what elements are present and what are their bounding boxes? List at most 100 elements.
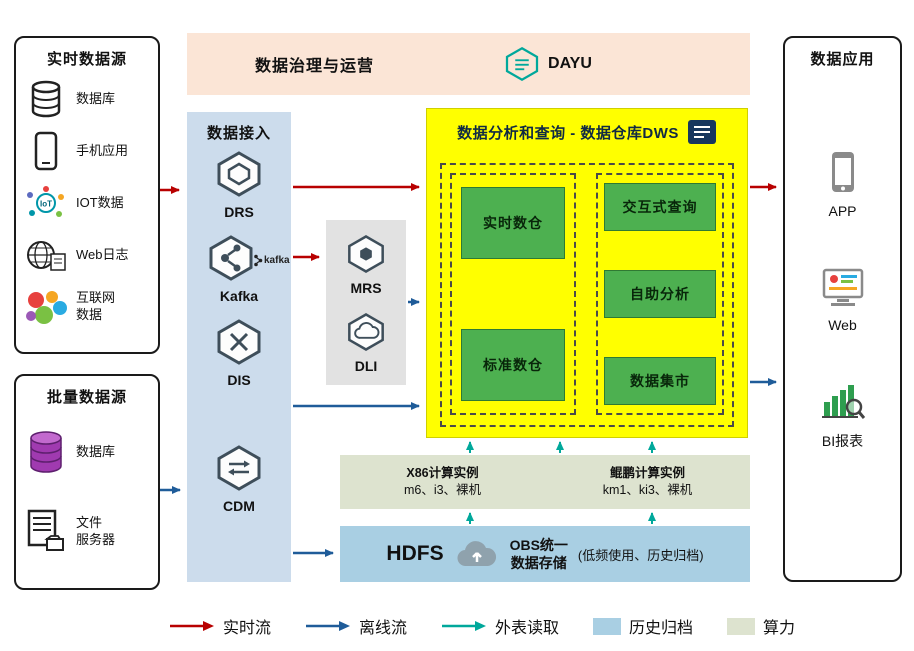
dws-title-row: 数据分析和查询 - 数据仓库DWS: [427, 119, 747, 145]
source-label: Web日志: [76, 246, 129, 262]
web-browser-icon: [822, 268, 863, 306]
dws-panel: 数据分析和查询 - 数据仓库DWS 实时数仓 标准数仓 交互式查询 自助分析 数…: [426, 108, 748, 438]
web-log-icon: [20, 237, 72, 273]
dws-inner-area: 实时数仓 标准数仓 交互式查询 自助分析 数据集市: [440, 163, 734, 427]
list-item: 文件 服务器: [16, 499, 158, 565]
service-label: CDM: [223, 498, 255, 514]
app-label: Web: [828, 317, 857, 333]
service-label: MRS: [350, 280, 382, 296]
interactive-query-box: 交互式查询: [604, 183, 716, 231]
panel-title: 批量数据源: [46, 389, 127, 406]
function-column: 交互式查询 自助分析 数据集市: [596, 173, 724, 415]
legend-item-compute-power: 算力: [727, 614, 795, 638]
panel-title: 数据应用: [810, 51, 875, 68]
kafka-logo: kafka: [253, 254, 290, 267]
batch-sources-panel: 批量数据源 数据库 文件 服务器: [14, 374, 160, 590]
list-item: 数据库: [16, 73, 158, 125]
source-label: IOT数据: [76, 194, 124, 210]
history-archive-swatch: [593, 617, 621, 635]
standard-warehouse-box: 标准数仓: [461, 329, 565, 401]
instance-spec: m6、i3、裸机: [403, 483, 482, 497]
legend-label: 算力: [763, 620, 796, 637]
legend-label: 实时流: [222, 620, 271, 637]
kafka-icon: [209, 235, 253, 281]
drs-icon: [217, 151, 261, 197]
obs-cloud-icon: [457, 541, 496, 567]
app-item: BI报表: [785, 380, 900, 451]
service-label: DLI: [354, 358, 378, 374]
obs-note: (低频使用、历史归档): [577, 547, 704, 563]
dayu-product: DAYU: [504, 46, 592, 82]
compute-instances-bar: X86计算实例 m6、i3、裸机 鲲鹏计算实例 km1、ki3、裸机: [340, 455, 750, 509]
legend-label: 外表读取: [494, 620, 559, 637]
realtime-flow-arrow-icon: [169, 621, 214, 631]
internet-data-icon: [20, 288, 72, 326]
app-label: APP: [828, 203, 857, 219]
kafka-logo-text: kafka: [264, 255, 290, 266]
legend-item-history-archive: 历史归档: [593, 614, 693, 638]
offline-flow-arrow-icon: [305, 621, 350, 631]
mrs-icon: [348, 235, 384, 273]
list-item: 手机应用: [16, 125, 158, 177]
service-kafka: Kafka: [187, 234, 291, 304]
app-item: APP: [785, 150, 900, 219]
dws-title: 数据分析和查询 - 数据仓库DWS: [457, 124, 679, 142]
cdm-icon: [217, 445, 261, 491]
kunpeng-compute-cell: 鲲鹏计算实例 km1、ki3、裸机: [545, 455, 750, 509]
report-icon: [687, 120, 716, 144]
realtime-sources-panel: 实时数据源 数据库 手机应用 IoT IOT数据: [14, 36, 160, 354]
hdfs-label: HDFS: [386, 542, 444, 565]
instance-spec: km1、ki3、裸机: [602, 483, 693, 497]
app-phone-icon: [831, 152, 854, 192]
legend-label: 离线流: [358, 620, 407, 637]
storage-bar: HDFS OBS统一 数据存储 (低频使用、历史归档): [340, 526, 750, 582]
phone-icon: [20, 131, 72, 171]
source-label: 互联网 数据: [76, 290, 116, 322]
source-label: 文件 服务器: [76, 515, 116, 547]
legend-item-realtime-flow: 实时流: [169, 614, 271, 638]
realtime-warehouse-box: 实时数仓: [461, 187, 565, 259]
service-label: DRS: [224, 204, 254, 220]
legend-item-external-read: 外表读取: [441, 614, 559, 638]
dli-icon: [348, 313, 384, 351]
external-read-arrow-icon: [441, 621, 486, 631]
warehouse-column: 实时数仓 标准数仓: [450, 173, 576, 415]
service-mrs: MRS: [326, 234, 406, 296]
batch-source-list: 数据库 文件 服务器: [16, 419, 158, 565]
realtime-source-list: 数据库 手机应用 IoT IOT数据 Web日志: [16, 73, 158, 333]
database-stack-icon: [20, 429, 72, 475]
source-label: 数据库: [76, 443, 116, 459]
data-mart-box: 数据集市: [604, 357, 716, 405]
applications-panel: 数据应用 APP Web BI报表: [783, 36, 902, 582]
compute-power-swatch: [727, 617, 756, 635]
database-icon: [20, 80, 72, 118]
list-item: IoT IOT数据: [16, 177, 158, 229]
list-item: Web日志: [16, 229, 158, 281]
app-item: Web: [785, 266, 900, 333]
iot-icon: IoT: [20, 185, 72, 221]
service-label: Kafka: [219, 288, 259, 304]
x86-compute-cell: X86计算实例 m6、i3、裸机: [340, 455, 545, 509]
legend-label: 历史归档: [629, 620, 694, 637]
file-server-icon: [20, 509, 72, 555]
governance-bar: 数据治理与运营 DAYU: [187, 33, 750, 95]
kafka-logo-icon: [254, 254, 263, 267]
instance-name: 鲲鹏计算实例: [609, 466, 685, 481]
self-service-analysis-box: 自助分析: [604, 270, 716, 318]
service-dis: DIS: [187, 318, 291, 388]
legend-item-offline-flow: 离线流: [305, 614, 407, 638]
legend: 实时流 离线流 外表读取 历史归档 算力: [0, 614, 914, 638]
instance-name: X86计算实例: [406, 466, 479, 481]
processing-panel: MRS DLI: [326, 220, 406, 385]
panel-title: 数据接入: [206, 125, 271, 142]
service-label: DIS: [227, 372, 251, 388]
service-drs: DRS: [187, 150, 291, 220]
ingestion-panel: 数据接入 DRS Kafka kafka DIS CDM: [187, 112, 291, 582]
dayu-icon: [505, 46, 539, 82]
list-item: 数据库: [16, 419, 158, 485]
app-label: BI报表: [821, 433, 864, 449]
source-label: 手机应用: [76, 142, 129, 158]
governance-title: 数据治理与运营: [255, 58, 375, 75]
dayu-label: DAYU: [548, 55, 592, 72]
